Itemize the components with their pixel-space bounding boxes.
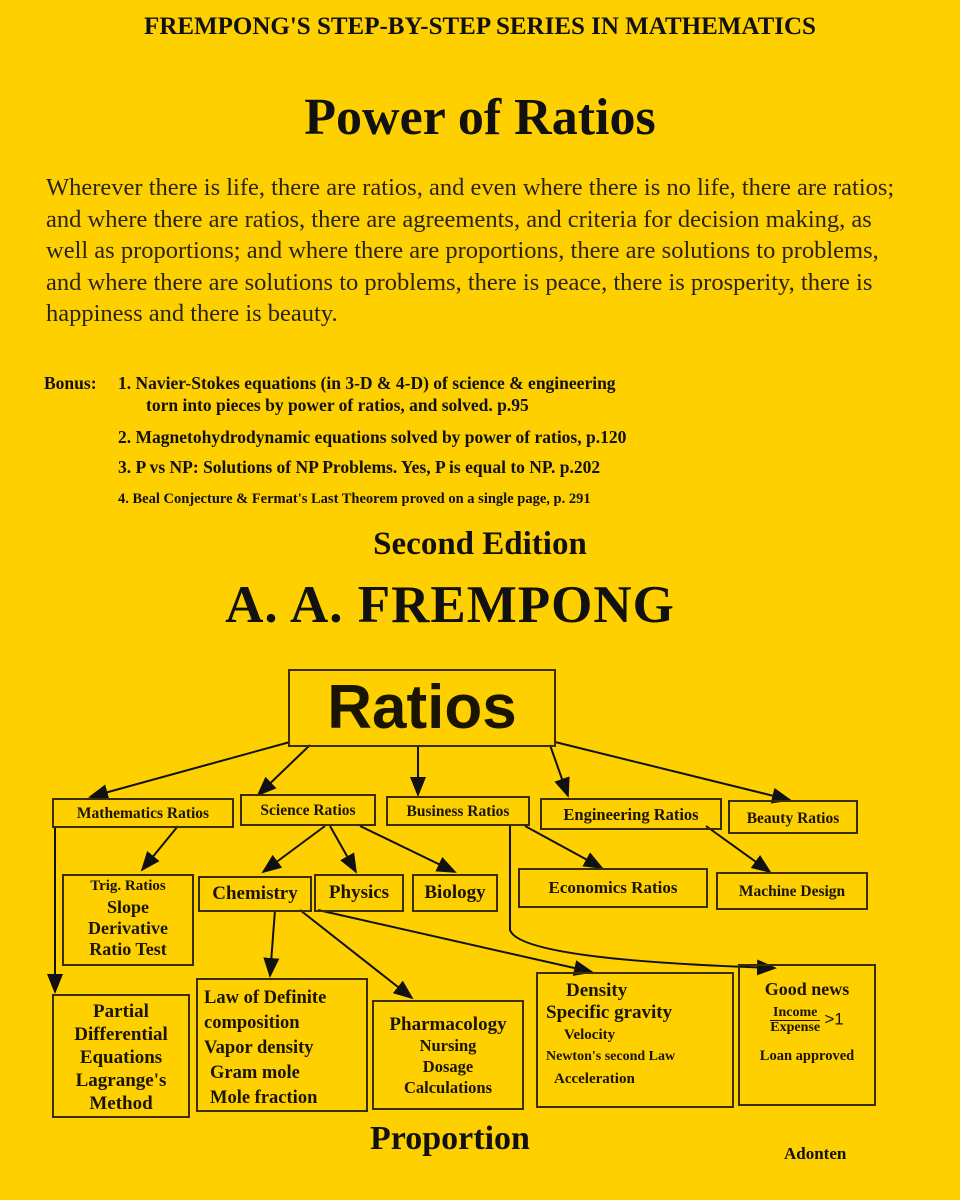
chem-item-4: Gram mole — [210, 1063, 300, 1083]
loan-approved: Loan approved — [759, 1048, 855, 1064]
income-label: Income — [770, 1006, 821, 1021]
pharmacology-box: Pharmacology Nursing Dosage Calculations — [372, 1000, 524, 1110]
physics-topics-box: Density Specific gravity Velocity Newton… — [536, 972, 734, 1108]
arrow-to-math-list — [140, 825, 179, 872]
business-ratios-box: Business Ratios — [386, 796, 530, 826]
pharmacology-title: Pharmacology — [389, 1014, 507, 1035]
chemistry-box: Chemistry — [198, 876, 312, 912]
chem-item-2: composition — [204, 1013, 300, 1033]
arrow-to-machine — [705, 825, 772, 874]
edition-label: Second Edition — [373, 526, 587, 562]
bonus-item-4: 4. Beal Conjecture & Fermat's Last Theor… — [118, 491, 591, 507]
pde-line-1: Partial — [93, 1001, 149, 1022]
pharma-dosage: Dosage — [422, 1057, 474, 1076]
physics-box: Physics — [314, 874, 404, 912]
arrow-to-physics — [329, 825, 357, 874]
arrow-to-biology — [359, 825, 457, 873]
chem-item-3: Vapor density — [204, 1038, 314, 1058]
science-ratios-box: Science Ratios — [240, 794, 376, 826]
bonus-item-1-cont: torn into pieces by power of ratios, and… — [146, 395, 529, 415]
ratios-root-box: Ratios — [288, 669, 556, 747]
chem-item-5: Mole fraction — [210, 1088, 318, 1108]
ratio-test-item: Ratio Test — [89, 939, 167, 959]
engineering-ratios-box: Engineering Ratios — [540, 798, 722, 830]
arrow-to-chemistry — [261, 825, 326, 874]
physics-density: Density — [566, 980, 628, 1001]
proportion-label: Proportion — [370, 1120, 530, 1157]
arrow-to-pharma — [299, 909, 414, 1000]
physics-newton: Newton's second Law — [546, 1049, 676, 1064]
bonus-item-3: 3. P vs NP: Solutions of NP Problems. Ye… — [118, 457, 601, 477]
arrow-to-science — [256, 744, 311, 797]
chem-item-1: Law of Definite — [204, 988, 327, 1008]
arrow-to-engineering — [549, 744, 570, 798]
good-news-box: Good news Income Expense >1 Loan approve… — [738, 964, 876, 1106]
arrow-to-math — [88, 741, 291, 800]
pde-line-5: Method — [89, 1093, 153, 1114]
bonus-label: Bonus: — [44, 373, 97, 393]
trig-ratios-item: Trig. Ratios — [90, 878, 166, 894]
biology-box: Biology — [412, 874, 498, 912]
arrow-to-chem-list — [263, 909, 280, 978]
pde-line-4: Lagrange's — [75, 1070, 167, 1091]
arrow-to-beauty — [554, 741, 792, 804]
pde-box: Partial Differential Equations Lagrange'… — [52, 994, 190, 1118]
book-title: Power of Ratios — [304, 89, 656, 146]
good-news-title: Good news — [764, 979, 850, 999]
bonus-item-1: 1. Navier-Stokes equations (in 3-D & 4-D… — [118, 373, 616, 393]
derivative-item: Derivative — [88, 918, 168, 938]
blurb-paragraph: Wherever there is life, there are ratios… — [46, 174, 895, 327]
author-name: A. A. FREMPONG — [225, 576, 675, 634]
bonus-item-2: 2. Magnetohydrodynamic equations solved … — [118, 427, 627, 447]
pde-line-3: Equations — [79, 1047, 163, 1068]
income-expense-fraction: Income Expense — [770, 1006, 821, 1035]
arrow-to-good-news — [509, 826, 777, 976]
math-ratios-list: Trig. Ratios Slope Derivative Ratio Test — [62, 874, 194, 966]
pharma-calculations: Calculations — [403, 1078, 492, 1097]
income-expense-ratio: Income Expense >1 — [740, 1006, 874, 1035]
physics-specific-gravity: Specific gravity — [546, 1002, 673, 1023]
math-ratios-box: Mathematics Ratios — [52, 798, 234, 828]
pde-line-2: Differential — [74, 1024, 168, 1045]
machine-design-box: Machine Design — [716, 872, 868, 910]
ratio-greater-than-one: >1 — [824, 1009, 844, 1029]
expense-label: Expense — [770, 1020, 821, 1035]
arrow-to-economics — [524, 825, 604, 869]
signature-text: Adonten — [784, 1144, 847, 1163]
pharma-nursing: Nursing — [419, 1036, 477, 1055]
physics-acceleration: Acceleration — [554, 1071, 635, 1087]
slope-item: Slope — [106, 897, 149, 917]
beauty-ratios-box: Beauty Ratios — [728, 800, 858, 834]
chemistry-topics-box: Law of Definite composition Vapor densit… — [196, 978, 368, 1112]
physics-velocity: Velocity — [564, 1027, 616, 1043]
series-title: FREMPONG'S STEP-BY-STEP SERIES IN MATHEM… — [144, 13, 816, 40]
economics-ratios-box: Economics Ratios — [518, 868, 708, 908]
arrow-to-physics-list — [317, 909, 594, 976]
